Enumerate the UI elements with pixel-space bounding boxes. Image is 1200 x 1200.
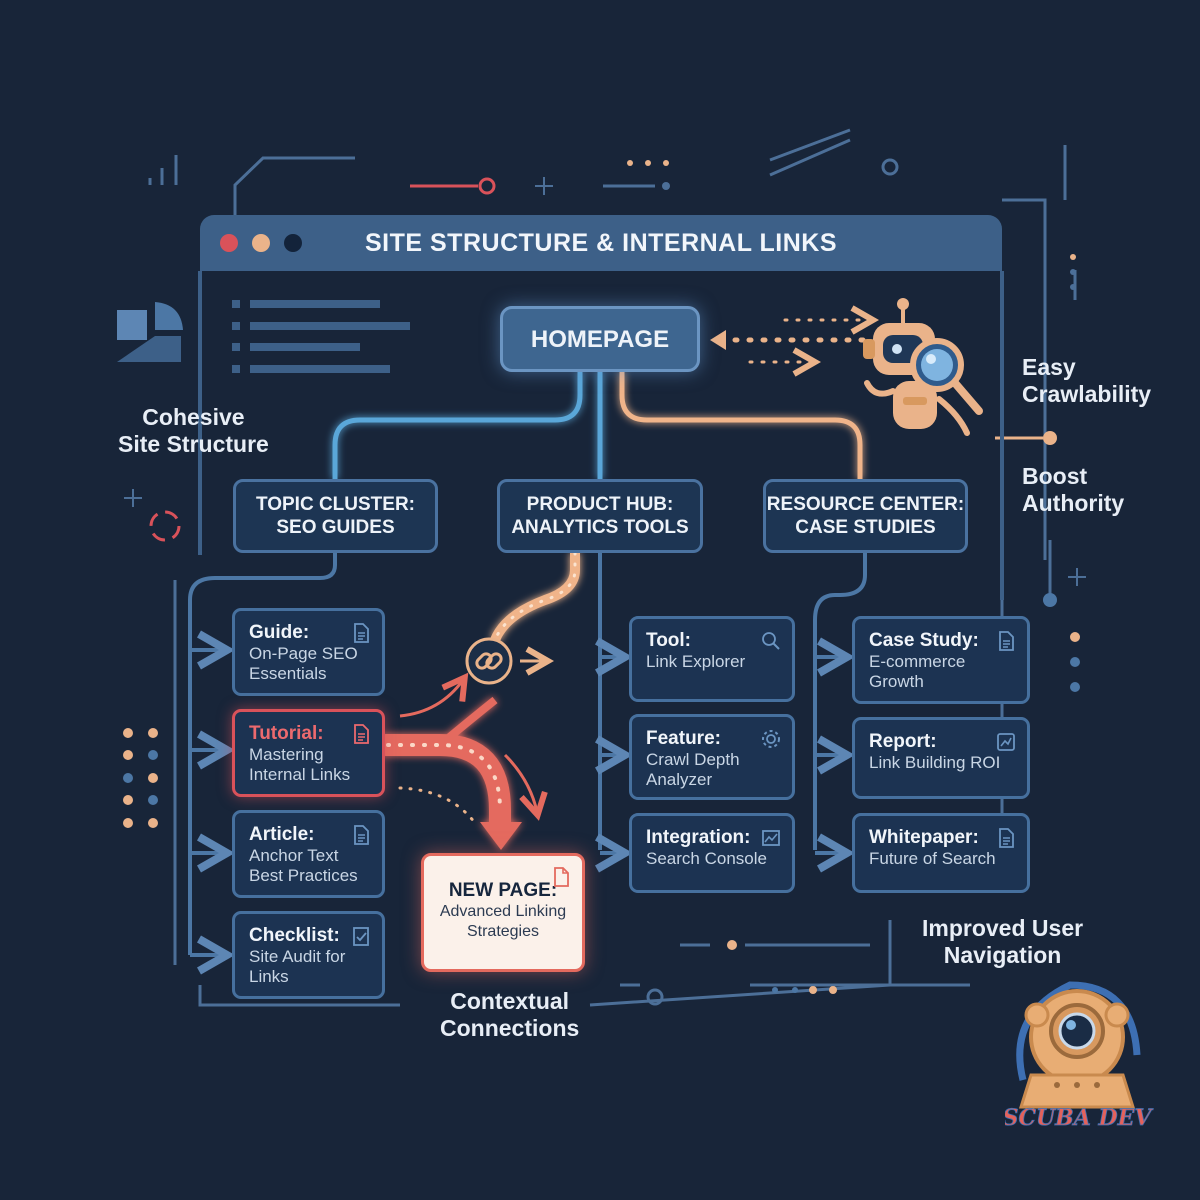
new-page-card[interactable]: NEW PAGE: Advanced Linking Strategies — [421, 853, 585, 972]
chart-icon — [997, 733, 1015, 751]
hub-line2: SEO GUIDES — [276, 517, 395, 538]
card-desc: Mastering Internal Links — [249, 745, 351, 784]
page-card-guide[interactable]: Guide: On-Page SEO Essentials — [232, 608, 385, 696]
card-desc: Search Console — [646, 849, 767, 868]
page-card-feature[interactable]: Feature: Crawl Depth Analyzer — [629, 714, 795, 800]
new-page-desc: Advanced Linking Strategies — [439, 903, 567, 940]
decor-bars — [148, 155, 178, 185]
callout-line: Cohesive — [142, 404, 245, 430]
callout-line: Easy — [1022, 354, 1076, 380]
card-type: Feature: — [646, 728, 721, 749]
document-icon — [354, 724, 369, 744]
decor-dots — [123, 158, 1080, 1006]
hub-topic-cluster[interactable]: TOPIC CLUSTER: SEO GUIDES — [233, 479, 438, 553]
browser-title-bar: SITE STRUCTURE & INTERNAL LINKS — [200, 215, 1002, 271]
card-type: Whitepaper: — [869, 827, 979, 848]
callout-line: Improved User — [922, 915, 1084, 941]
card-desc: On-Page SEO Essentials — [249, 644, 358, 683]
pie-chart-icon — [117, 302, 183, 362]
link-chain-icon — [465, 637, 513, 685]
new-page-type: NEW PAGE: — [448, 880, 558, 901]
card-desc: Crawl Depth Analyzer — [646, 750, 740, 789]
page-card-integration[interactable]: Integration: Search Console — [629, 813, 795, 893]
hub-line1: PRODUCT HUB: — [526, 494, 674, 515]
card-desc: Anchor Text Best Practices — [249, 846, 358, 885]
window-close-dot — [220, 234, 238, 252]
hub-product[interactable]: PRODUCT HUB: ANALYTICS TOOLS — [497, 479, 703, 553]
callout-line: Navigation — [943, 942, 1062, 968]
page-card-checklist[interactable]: Checklist: Site Audit for Links — [232, 911, 385, 999]
card-desc: Link Building ROI — [869, 753, 1001, 772]
card-type: Integration: — [646, 827, 751, 848]
callout-crawlability: Easy Crawlability — [1022, 354, 1151, 408]
card-desc: Future of Search — [869, 849, 996, 868]
page-card-report[interactable]: Report: Link Building ROI — [852, 717, 1030, 799]
callout-site-structure: Cohesive Site Structure — [118, 404, 269, 458]
magnifier-icon — [762, 632, 780, 650]
document-icon — [999, 631, 1014, 651]
scuba-dev-logo: SCUBA DEV — [1005, 981, 1154, 1131]
window-minimize-dot — [252, 234, 270, 252]
card-type: Tool: — [646, 630, 692, 651]
page-card-case-study[interactable]: Case Study: E-commerce Growth — [852, 616, 1030, 704]
callout-line: Crawlability — [1022, 381, 1152, 407]
gear-icon — [762, 730, 780, 748]
crawler-arrows — [710, 320, 870, 362]
hub-line2: CASE STUDIES — [795, 517, 936, 538]
hub-line1: TOPIC CLUSTER: — [255, 494, 416, 515]
diagram-title: SITE STRUCTURE & INTERNAL LINKS — [365, 229, 837, 257]
crawler-robot-icon — [863, 298, 983, 436]
card-desc: E-commerce Growth — [869, 652, 966, 691]
callout-line: Connections — [440, 1015, 580, 1041]
window-maximize-dot — [284, 234, 302, 252]
document-icon — [554, 867, 569, 887]
chart-icon — [762, 830, 780, 846]
document-icon — [999, 828, 1014, 848]
callout-line: Boost — [1022, 463, 1088, 489]
document-icon — [354, 623, 369, 643]
card-type: Guide: — [249, 622, 310, 643]
hub-resource-center[interactable]: RESOURCE CENTER: CASE STUDIES — [763, 479, 968, 553]
callout-navigation: Improved User Navigation — [922, 915, 1083, 969]
callout-authority: Boost Authority — [1022, 463, 1124, 517]
logo-text: SCUBA DEV — [1005, 1105, 1153, 1131]
homepage-label: HOMEPAGE — [530, 325, 670, 353]
page-card-tool[interactable]: Tool: Link Explorer — [629, 616, 795, 702]
homepage-node[interactable]: HOMEPAGE — [500, 306, 700, 372]
card-type: Tutorial: — [249, 723, 324, 744]
hub-line2: ANALYTICS TOOLS — [511, 517, 689, 538]
card-type: Checklist: — [249, 925, 340, 946]
card-desc: Site Audit for Links — [249, 947, 346, 986]
page-card-article[interactable]: Article: Anchor Text Best Practices — [232, 810, 385, 898]
card-desc: Link Explorer — [646, 652, 746, 671]
callout-contextual: Contextual Connections — [440, 988, 579, 1042]
fake-text-lines — [232, 300, 410, 373]
checklist-icon — [353, 927, 369, 946]
callout-line: Authority — [1022, 490, 1125, 516]
callout-line: Contextual — [450, 988, 570, 1014]
card-type: Case Study: — [869, 630, 979, 651]
card-type: Report: — [869, 731, 937, 752]
hub-line1: RESOURCE CENTER: — [766, 494, 965, 515]
page-card-tutorial[interactable]: Tutorial: Mastering Internal Links — [232, 709, 385, 797]
document-icon — [354, 825, 369, 845]
callout-line: Site Structure — [118, 431, 269, 457]
page-card-whitepaper[interactable]: Whitepaper: Future of Search — [852, 813, 1030, 893]
card-type: Article: — [249, 824, 315, 845]
plus-marks — [124, 177, 1086, 586]
